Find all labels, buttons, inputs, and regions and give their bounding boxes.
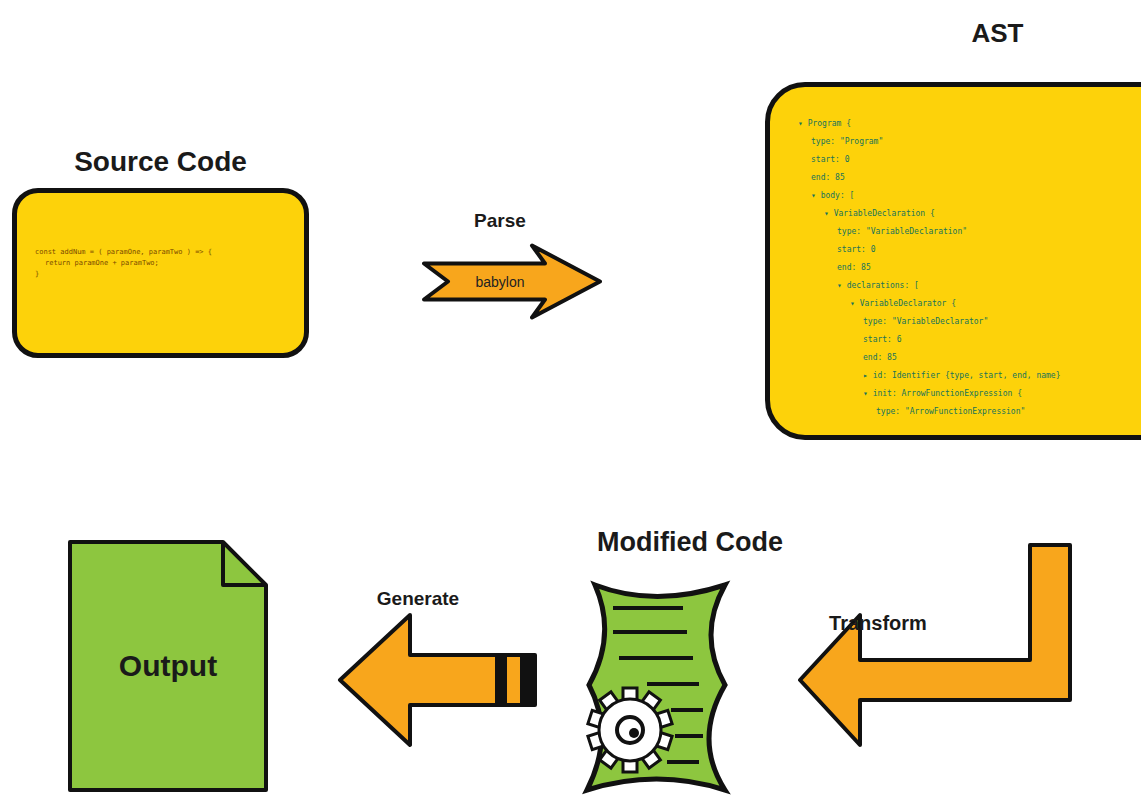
code-line: } [35, 269, 304, 280]
box-title: AST [765, 8, 1141, 58]
scroll-title: Modified Code [560, 520, 820, 564]
ast-line: ▾ VariableDeclarator { [798, 295, 1141, 313]
source-code-box: Source Codeconst addNum = ( paramOne, pa… [12, 140, 309, 184]
parser-name: babylon [475, 273, 524, 291]
text-line [613, 630, 687, 634]
text-line [671, 708, 703, 712]
text-line [619, 656, 693, 660]
fat-arrow [424, 246, 600, 318]
modified-code-scroll: Modified Code [560, 520, 820, 564]
ast-line: end: 85 [798, 259, 1141, 277]
ast-line: ▾ body: [ [798, 187, 1141, 205]
ast-line: type: "ArrowFunctionExpression" [798, 403, 1141, 421]
ast-line: end: 85 [798, 169, 1141, 187]
ast-line: ▾ declarations: [ [798, 277, 1141, 295]
ast-line: ▾ VariableDeclaration { [798, 205, 1141, 223]
code-line: const addNum = ( paramOne, paramTwo ) =>… [35, 247, 304, 258]
box-title: Source Code [12, 140, 309, 184]
ast-line: type: "VariableDeclarator" [798, 313, 1141, 331]
step-label: Parse [474, 210, 526, 232]
page-label: Output [68, 646, 268, 686]
ast-line: start: 0 [798, 241, 1141, 259]
ast-line: start: 6 [798, 331, 1141, 349]
ast-line: end: 85 [798, 349, 1141, 367]
output-page: Output [68, 540, 268, 792]
step-label: Generate [377, 588, 459, 610]
code-line: return paramOne + paramTwo; [35, 258, 304, 269]
rounded-box: ▾ Program {type: "Program"start: 0end: 8… [765, 82, 1141, 440]
ast-line: ▾ init: ArrowFunctionExpression { [798, 385, 1141, 403]
scroll-outline [587, 585, 725, 790]
ast-box: AST▾ Program {type: "Program"start: 0end… [765, 8, 1141, 58]
fat-arrow [800, 545, 1070, 745]
ast-line: ▾ Program { [798, 115, 1141, 133]
text-line [667, 760, 699, 764]
step-label: Transform [829, 612, 927, 635]
ast-line: type: "VariableDeclaration" [798, 223, 1141, 241]
scroll-icon [575, 580, 735, 795]
text-line [613, 606, 683, 610]
gear-icon [588, 688, 672, 772]
fat-arrow [340, 615, 535, 745]
ast-line: type: "Program" [798, 133, 1141, 151]
ast-line: ▸ id: Identifier {type, start, end, name… [798, 367, 1141, 385]
rounded-box: const addNum = ( paramOne, paramTwo ) =>… [12, 188, 309, 358]
ast-line: start: 0 [798, 151, 1141, 169]
text-line [647, 682, 699, 686]
text-line [675, 734, 703, 738]
